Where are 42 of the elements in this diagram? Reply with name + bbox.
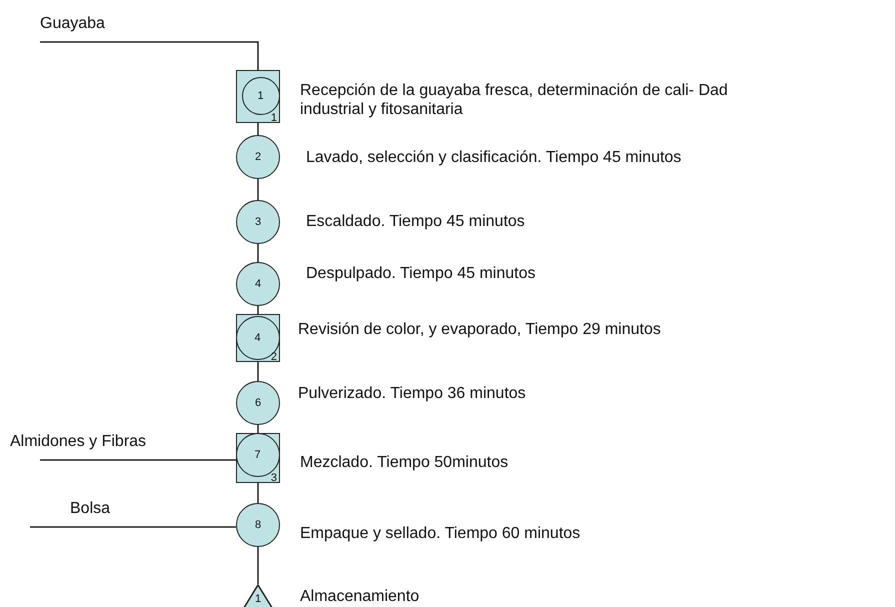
step-number: 1 xyxy=(257,90,264,102)
step-description: Escaldado. Tiempo 45 minutos xyxy=(306,212,525,231)
connector-line xyxy=(257,547,259,584)
step-description: Mezclado. Tiempo 50minutos xyxy=(300,453,508,472)
step-description: Recepción de la guayaba fresca, determinación de cali- Dad industrial y fitosanitaria xyxy=(300,81,729,119)
step-number: 3 xyxy=(254,216,262,228)
connector-line xyxy=(257,179,259,200)
step-number: 1 xyxy=(254,593,262,605)
operation-circle xyxy=(236,381,280,425)
operation-circle xyxy=(236,200,280,244)
connector-line xyxy=(257,483,259,503)
step-description: Despulpado. Tiempo 45 minutos xyxy=(306,264,536,283)
inspection-number: 3 xyxy=(270,472,277,484)
step-number: 7 xyxy=(254,448,261,460)
step-number: 8 xyxy=(254,519,262,531)
step-description: Pulverizado. Tiempo 36 minutos xyxy=(298,384,526,403)
step-number: 4 xyxy=(254,332,261,344)
connector-line xyxy=(257,425,259,433)
inspection-number: 2 xyxy=(270,351,277,363)
step-number: 6 xyxy=(254,397,262,409)
inspection-number: 1 xyxy=(270,112,277,124)
combined-operation-inspection-symbol xyxy=(236,433,280,483)
step-description: Revisión de color, y evaporado, Tiempo 29 minutos xyxy=(298,320,661,339)
step-description: Almacenamiento xyxy=(300,587,420,606)
connector-line xyxy=(40,41,259,70)
operation-circle xyxy=(236,135,280,179)
connector-line xyxy=(30,526,236,528)
step-number: 4 xyxy=(254,278,262,290)
input-label: Guayaba xyxy=(40,15,105,33)
step-description: Lavado, selección y clasificación. Tiempo 45 minutos xyxy=(306,148,682,167)
operation-circle xyxy=(236,262,280,306)
combined-operation-inspection-symbol xyxy=(236,70,280,123)
step-description: Empaque y sellado. Tiempo 60 minutos xyxy=(300,524,580,543)
input-label: Almidones y Fibras xyxy=(10,433,146,451)
connector-line xyxy=(257,123,259,135)
operation-circle xyxy=(236,503,280,547)
input-label: Bolsa xyxy=(70,500,110,518)
connector-line xyxy=(257,306,259,314)
connector-line xyxy=(257,244,259,262)
connector-line xyxy=(257,362,259,381)
connector-line xyxy=(40,459,236,461)
step-number: 2 xyxy=(254,151,262,163)
